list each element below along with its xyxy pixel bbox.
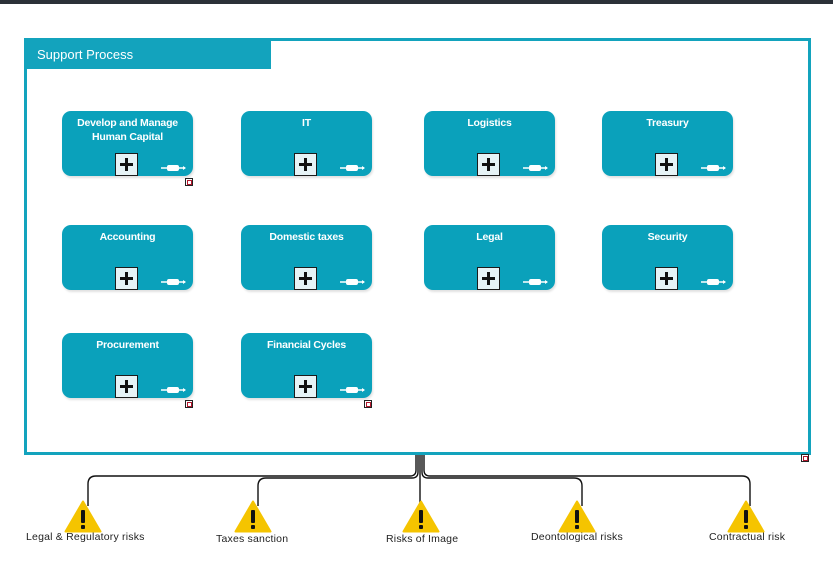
connector-arrow-icon <box>523 165 548 171</box>
link-icon[interactable] <box>364 400 372 408</box>
connector-taxes <box>257 452 419 506</box>
plus-icon[interactable] <box>655 267 678 290</box>
warning-icon[interactable] <box>64 500 102 533</box>
connector-arrow-icon <box>701 279 726 285</box>
process-legal[interactable]: Legal <box>424 225 555 290</box>
connector-arrow-icon <box>161 165 186 171</box>
process-label: Legal <box>476 231 503 243</box>
process-treasury[interactable]: Treasury <box>602 111 733 176</box>
connector-arrow-icon <box>161 387 186 393</box>
link-icon[interactable] <box>185 178 193 186</box>
connector-legal <box>87 452 417 506</box>
connector-deontological <box>421 452 583 506</box>
warning-icon[interactable] <box>402 500 440 533</box>
process-label: Accounting <box>99 231 156 243</box>
process-financial-cycles[interactable]: Financial Cycles <box>241 333 372 398</box>
process-accounting[interactable]: Accounting <box>62 225 193 290</box>
risk-label: Risks of Image <box>386 533 459 545</box>
plus-icon[interactable] <box>294 267 317 290</box>
process-label: Domestic taxes <box>269 231 344 243</box>
process-domestic-taxes[interactable]: Domestic taxes <box>241 225 372 290</box>
link-icon[interactable] <box>185 400 193 408</box>
process-label: Logistics <box>467 117 512 129</box>
warning-icon[interactable] <box>558 500 596 533</box>
plus-icon[interactable] <box>477 267 500 290</box>
connector-contractual <box>423 452 751 506</box>
risk-label: Contractual risk <box>709 531 786 543</box>
process-it[interactable]: IT <box>241 111 372 176</box>
connector-arrow-icon <box>340 165 365 171</box>
risk-label: Taxes sanction <box>216 533 289 545</box>
plus-icon[interactable] <box>655 153 678 176</box>
connector-arrow-icon <box>340 387 365 393</box>
plus-icon[interactable] <box>115 375 138 398</box>
connector-arrow-icon <box>701 165 726 171</box>
process-label: Develop and Manage Human Capital <box>77 117 178 143</box>
process-label: Financial Cycles <box>266 339 347 351</box>
plus-icon[interactable] <box>477 153 500 176</box>
container-title: Support Process <box>27 41 271 69</box>
process-develop-human-capital[interactable]: Develop and Manage Human Capital <box>62 111 193 176</box>
plus-icon[interactable] <box>294 375 317 398</box>
plus-icon[interactable] <box>115 153 138 176</box>
process-security[interactable]: Security <box>602 225 733 290</box>
process-label: Treasury <box>646 117 689 129</box>
risk-label: Deontological risks <box>531 531 623 543</box>
connector-arrow-icon <box>161 279 186 285</box>
link-icon[interactable] <box>801 454 809 462</box>
process-label: Security <box>647 231 688 243</box>
connector-arrow-icon <box>523 279 548 285</box>
warning-icon[interactable] <box>727 500 765 533</box>
process-procurement[interactable]: Procurement <box>62 333 193 398</box>
top-bar <box>0 0 833 4</box>
plus-icon[interactable] <box>115 267 138 290</box>
warning-icon[interactable] <box>234 500 272 533</box>
process-label: Procurement <box>96 339 159 351</box>
risk-label: Legal & Regulatory risks <box>26 531 145 543</box>
plus-icon[interactable] <box>294 153 317 176</box>
process-logistics[interactable]: Logistics <box>424 111 555 176</box>
process-label: IT <box>302 117 311 129</box>
connector-arrow-icon <box>340 279 365 285</box>
